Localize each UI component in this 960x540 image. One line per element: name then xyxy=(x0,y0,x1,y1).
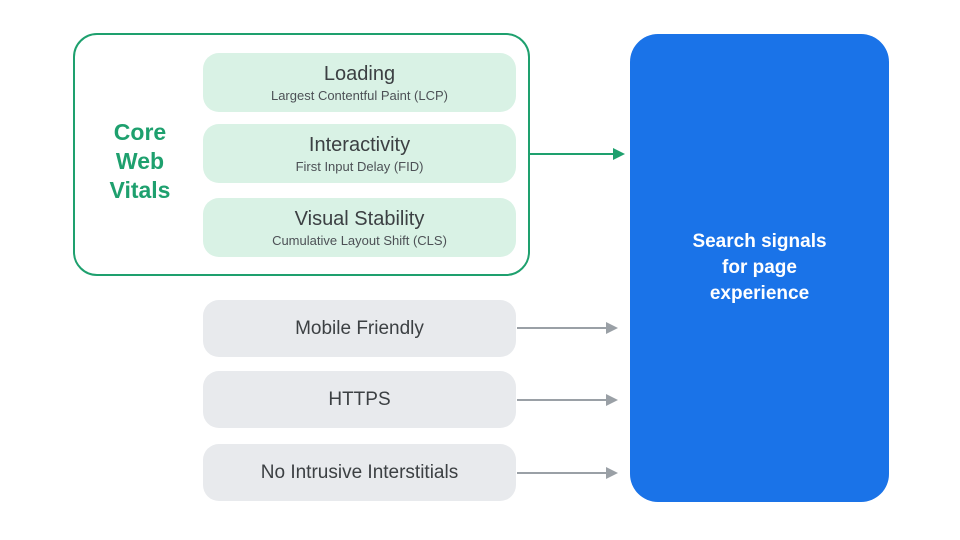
signal-label-https: HTTPS xyxy=(328,388,391,410)
arrow-mobile-friendly xyxy=(517,322,618,334)
metric-box-interactivity: Interactivity First Input Delay (FID) xyxy=(203,124,516,183)
metric-subtitle-lcp: Largest Contentful Paint (LCP) xyxy=(270,87,449,103)
arrow-head-icon xyxy=(613,148,625,160)
arrow-core-web-vitals xyxy=(530,148,625,160)
signal-box-mobile-friendly: Mobile Friendly xyxy=(203,300,516,357)
arrow-head-icon xyxy=(606,467,618,479)
signal-label-no-intrusive-interstitials: No Intrusive Interstitials xyxy=(260,461,459,483)
metric-subtitle-cls: Cumulative Layout Shift (CLS) xyxy=(272,232,447,248)
signal-label-mobile-friendly: Mobile Friendly xyxy=(295,317,424,339)
signal-box-https: HTTPS xyxy=(203,371,516,428)
metric-box-loading: Loading Largest Contentful Paint (LCP) xyxy=(203,53,516,112)
metric-title-loading: Loading xyxy=(323,62,396,85)
signal-box-no-intrusive-interstitials: No Intrusive Interstitials xyxy=(203,444,516,501)
metric-box-visual-stability: Visual Stability Cumulative Layout Shift… xyxy=(203,198,516,257)
arrow-head-icon xyxy=(606,394,618,406)
metric-title-visual-stability: Visual Stability xyxy=(294,207,425,230)
metric-subtitle-fid: First Input Delay (FID) xyxy=(295,158,424,174)
arrow-line xyxy=(530,153,613,155)
search-signals-label: Search signals for page experience xyxy=(692,231,827,304)
arrow-head-icon xyxy=(606,322,618,334)
arrow-https xyxy=(517,394,618,406)
arrow-line xyxy=(517,472,606,474)
arrow-line xyxy=(517,399,606,401)
metric-title-interactivity: Interactivity xyxy=(308,133,411,156)
arrow-no-intrusive-interstitials xyxy=(517,467,618,479)
arrow-line xyxy=(517,327,606,329)
core-web-vitals-label: Core Web Vitals xyxy=(109,119,171,203)
search-signals-result-box: Search signals for page experience xyxy=(630,34,889,502)
